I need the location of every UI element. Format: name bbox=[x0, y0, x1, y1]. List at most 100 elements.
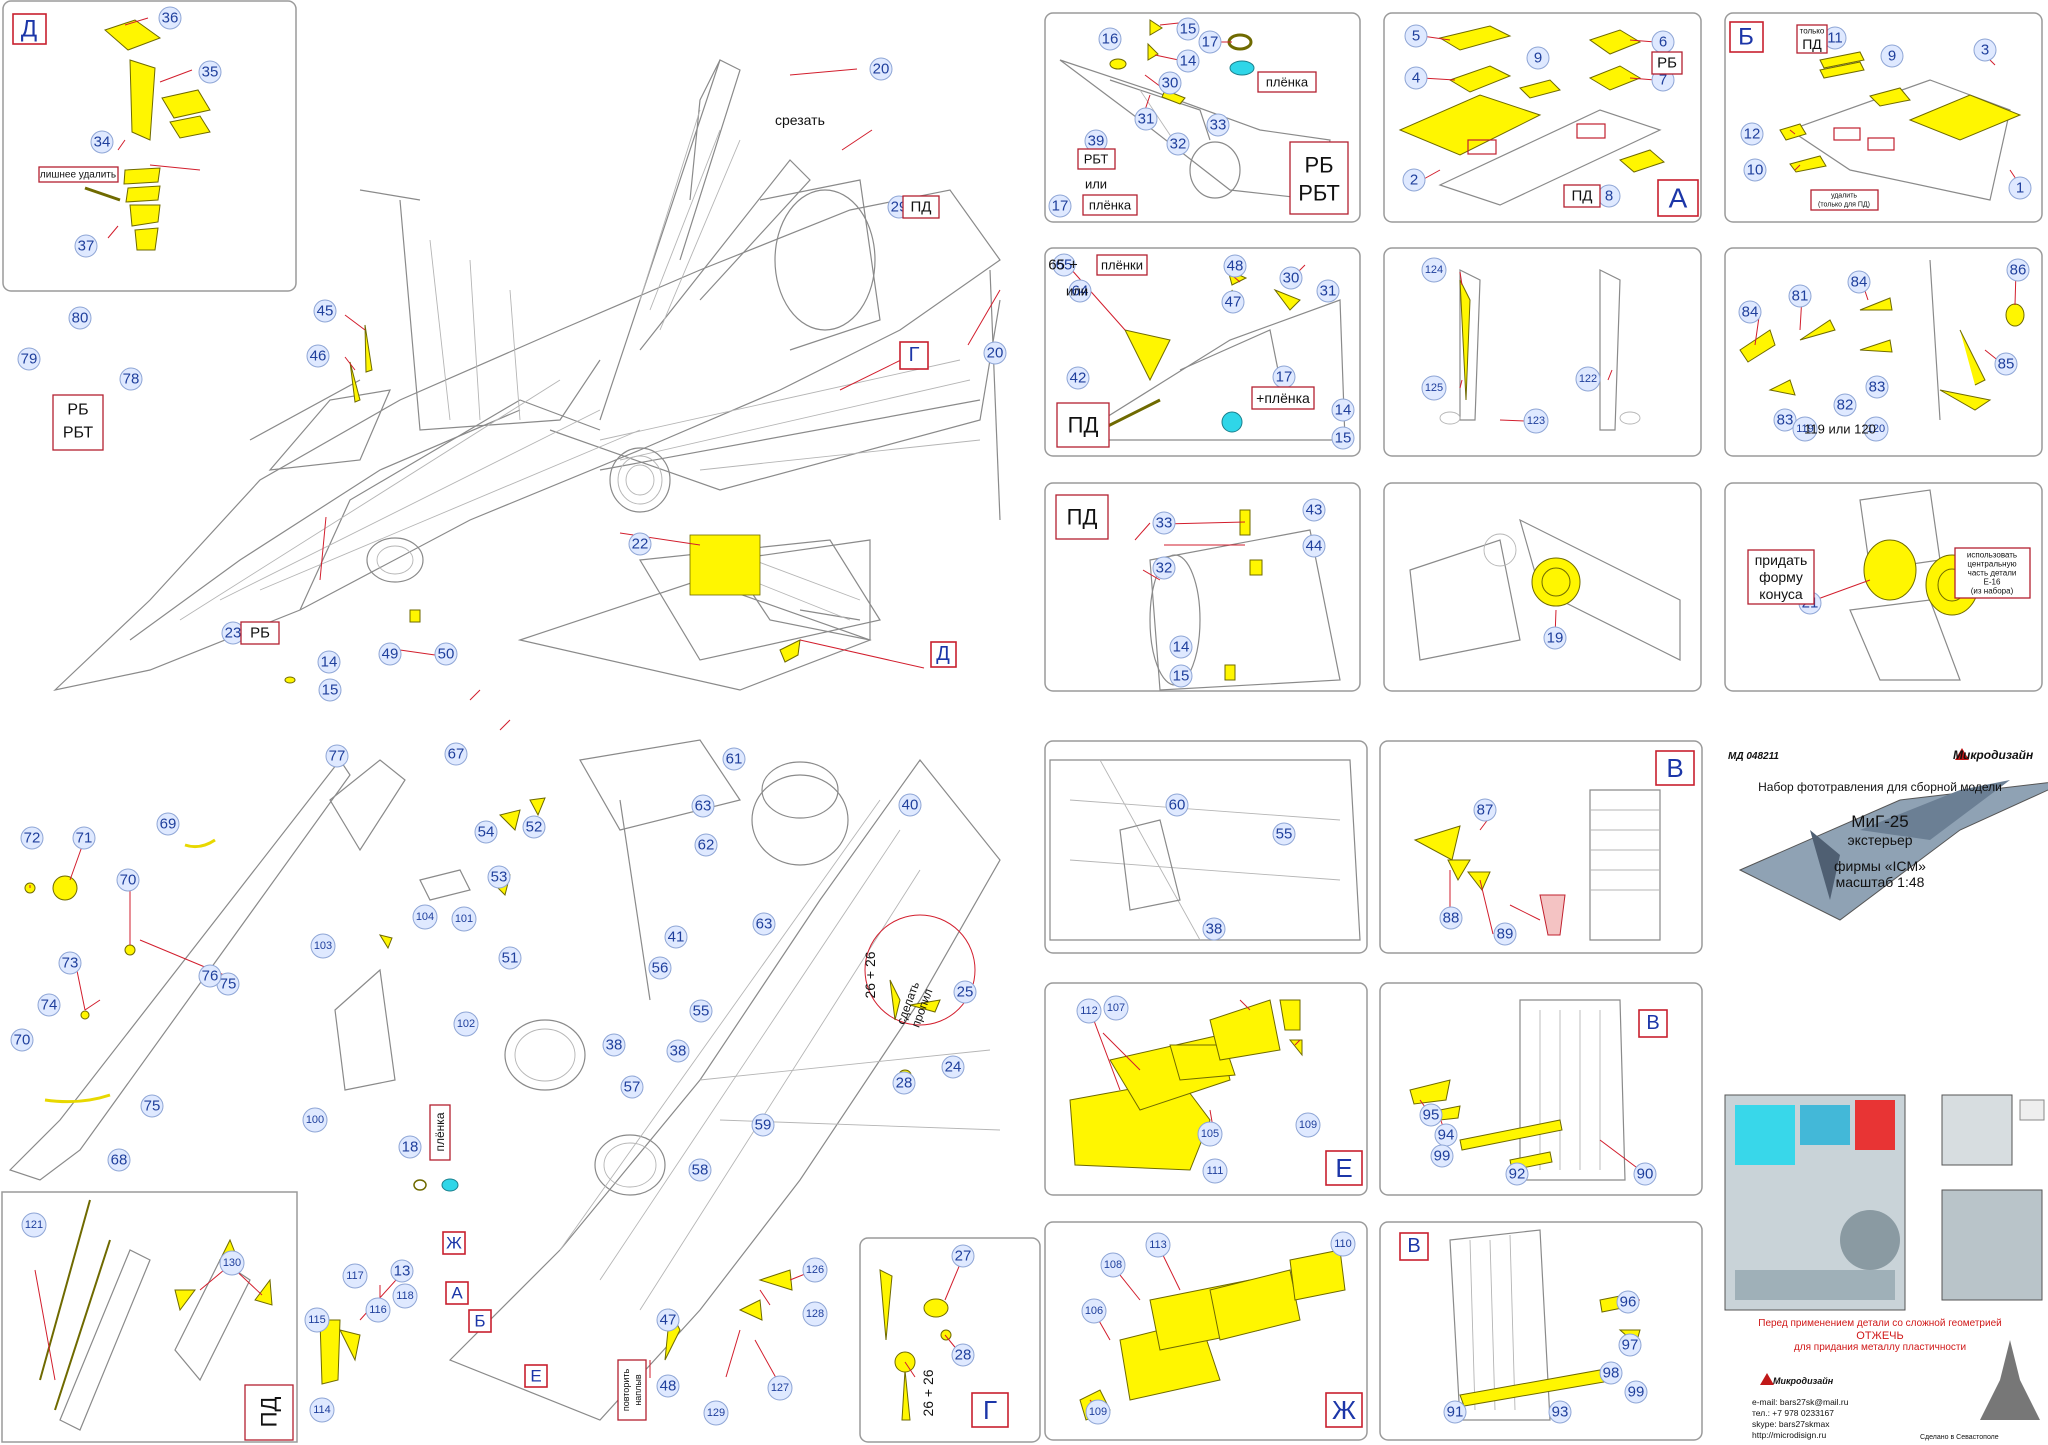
callout-99: 99 bbox=[1624, 1380, 1648, 1404]
section-zh-mark-text: Ж bbox=[446, 1234, 462, 1253]
callout-95: 95 bbox=[1419, 1103, 1443, 1127]
callout-bubble bbox=[1176, 17, 1200, 41]
callout-40: 40 bbox=[898, 793, 922, 817]
callout-22: 22 bbox=[628, 532, 652, 556]
contact-email: e-mail: bars27sk@mail.ru bbox=[1752, 1397, 1849, 1407]
callout-number: 127 bbox=[771, 1382, 789, 1394]
callout-107: 107 bbox=[1103, 995, 1129, 1021]
callout-99: 99 bbox=[1430, 1144, 1454, 1168]
section-d-main-text: Д bbox=[21, 16, 37, 43]
callout-bubble bbox=[1331, 398, 1355, 422]
callout-35: 35 bbox=[198, 60, 222, 84]
callout-number: 102 bbox=[457, 1018, 475, 1030]
callout-bubble bbox=[10, 1028, 34, 1052]
callout-bubble bbox=[498, 946, 522, 970]
callout-number: 82 bbox=[1837, 397, 1854, 414]
callout-36: 36 bbox=[158, 6, 182, 30]
callout-bubble bbox=[1575, 366, 1601, 392]
callout-38: 38 bbox=[1202, 917, 1226, 941]
callout-17: 17 bbox=[1198, 30, 1222, 54]
callout-bubble bbox=[628, 532, 652, 556]
callout-number: 53 bbox=[491, 869, 508, 886]
callout-number: 100 bbox=[306, 1114, 324, 1126]
section-a bbox=[1657, 179, 1699, 217]
callout-number: 10 bbox=[1747, 162, 1764, 179]
callout-bubble bbox=[1402, 168, 1426, 192]
callout-93: 93 bbox=[1548, 1400, 1572, 1424]
section-b bbox=[1729, 21, 1764, 53]
callout-63: 63 bbox=[752, 912, 776, 936]
kit-maker: фирмы «ICM» bbox=[1834, 858, 1926, 874]
callout-bubble bbox=[1202, 1158, 1228, 1184]
box-udalit bbox=[1810, 189, 1879, 211]
callout-number: 101 bbox=[455, 913, 473, 925]
text-pridat3: конуса bbox=[1759, 586, 1803, 602]
callout-number: 16 bbox=[1102, 31, 1119, 48]
callout-number: 96 bbox=[1620, 1294, 1637, 1311]
callout-67: 67 bbox=[444, 742, 468, 766]
text-povtorit1: повторить bbox=[621, 1369, 631, 1412]
section-v1 bbox=[1655, 750, 1695, 786]
callout-number: 22 bbox=[632, 536, 649, 553]
callout-bubble bbox=[688, 1158, 712, 1182]
callout-116: 116 bbox=[365, 1297, 391, 1323]
text-pd-tolko: ПД bbox=[1802, 36, 1822, 52]
callout-number: 111 bbox=[1207, 1165, 1224, 1177]
callout-86: 86 bbox=[2006, 258, 2030, 282]
callout-bubble bbox=[1223, 254, 1247, 278]
callout-number: 64 bbox=[1072, 283, 1089, 300]
callout-bubble bbox=[1404, 66, 1428, 90]
callout-48: 48 bbox=[1223, 254, 1247, 278]
callout-number: 15 bbox=[1180, 21, 1197, 38]
box-plenki-65 bbox=[1096, 254, 1148, 276]
callout-bubble bbox=[1197, 1121, 1223, 1147]
callout-96: 96 bbox=[1616, 1290, 1640, 1314]
callout-87: 87 bbox=[1473, 798, 1497, 822]
callout-number: 128 bbox=[806, 1308, 824, 1320]
callout-number: 97 bbox=[1622, 1337, 1639, 1354]
callout-number: 107 bbox=[1107, 1002, 1125, 1014]
callout-120: 120 bbox=[1863, 416, 1889, 442]
callout-bubble bbox=[1169, 635, 1193, 659]
callout-79: 79 bbox=[17, 347, 41, 371]
callout-bubble bbox=[156, 812, 180, 836]
box-ispolz bbox=[1954, 547, 2031, 599]
callout-bubble bbox=[1493, 922, 1517, 946]
callout-number: 73 bbox=[62, 955, 79, 972]
callout-number: 49 bbox=[382, 646, 399, 663]
callout-1: 1 bbox=[2008, 176, 2032, 200]
contact-info: e-mail: bars27sk@mail.ru тел.: +7 978 02… bbox=[1752, 1397, 1849, 1441]
callout-55: 55 bbox=[689, 999, 713, 1023]
callout-bubble bbox=[656, 1374, 680, 1398]
callout-2: 2 bbox=[1402, 168, 1426, 192]
callout-bubble bbox=[1863, 416, 1889, 442]
callout-number: 8 bbox=[1605, 188, 1613, 205]
callout-32: 32 bbox=[1166, 132, 1190, 156]
callout-102: 102 bbox=[453, 1011, 479, 1037]
section-d-main bbox=[12, 13, 47, 45]
callout-108: 108 bbox=[1100, 1252, 1126, 1278]
box-povtorit bbox=[617, 1359, 647, 1421]
callout-37: 37 bbox=[74, 234, 98, 258]
callout-bubble bbox=[1221, 290, 1245, 314]
callout-75: 75 bbox=[216, 972, 240, 996]
callout-81: 81 bbox=[1788, 284, 1812, 308]
callout-bubble bbox=[752, 912, 776, 936]
callout-bubble bbox=[1523, 408, 1549, 434]
callout-bubble bbox=[1633, 1162, 1657, 1186]
callout-54: 54 bbox=[474, 820, 498, 844]
callout-118: 118 bbox=[392, 1283, 418, 1309]
callout-85: 85 bbox=[1994, 352, 2018, 376]
box-pridat bbox=[1747, 549, 1815, 605]
callout-number: 17 bbox=[1052, 198, 1069, 215]
callout-bubble bbox=[1404, 24, 1428, 48]
callout-number: 37 bbox=[78, 238, 95, 255]
callout-bubble bbox=[1330, 1231, 1356, 1257]
section-e bbox=[1325, 1150, 1363, 1186]
callout-12: 12 bbox=[1740, 122, 1764, 146]
callout-68: 68 bbox=[107, 1148, 131, 1172]
callout-number: 63 bbox=[756, 916, 773, 933]
callout-110: 110 bbox=[1330, 1231, 1356, 1257]
